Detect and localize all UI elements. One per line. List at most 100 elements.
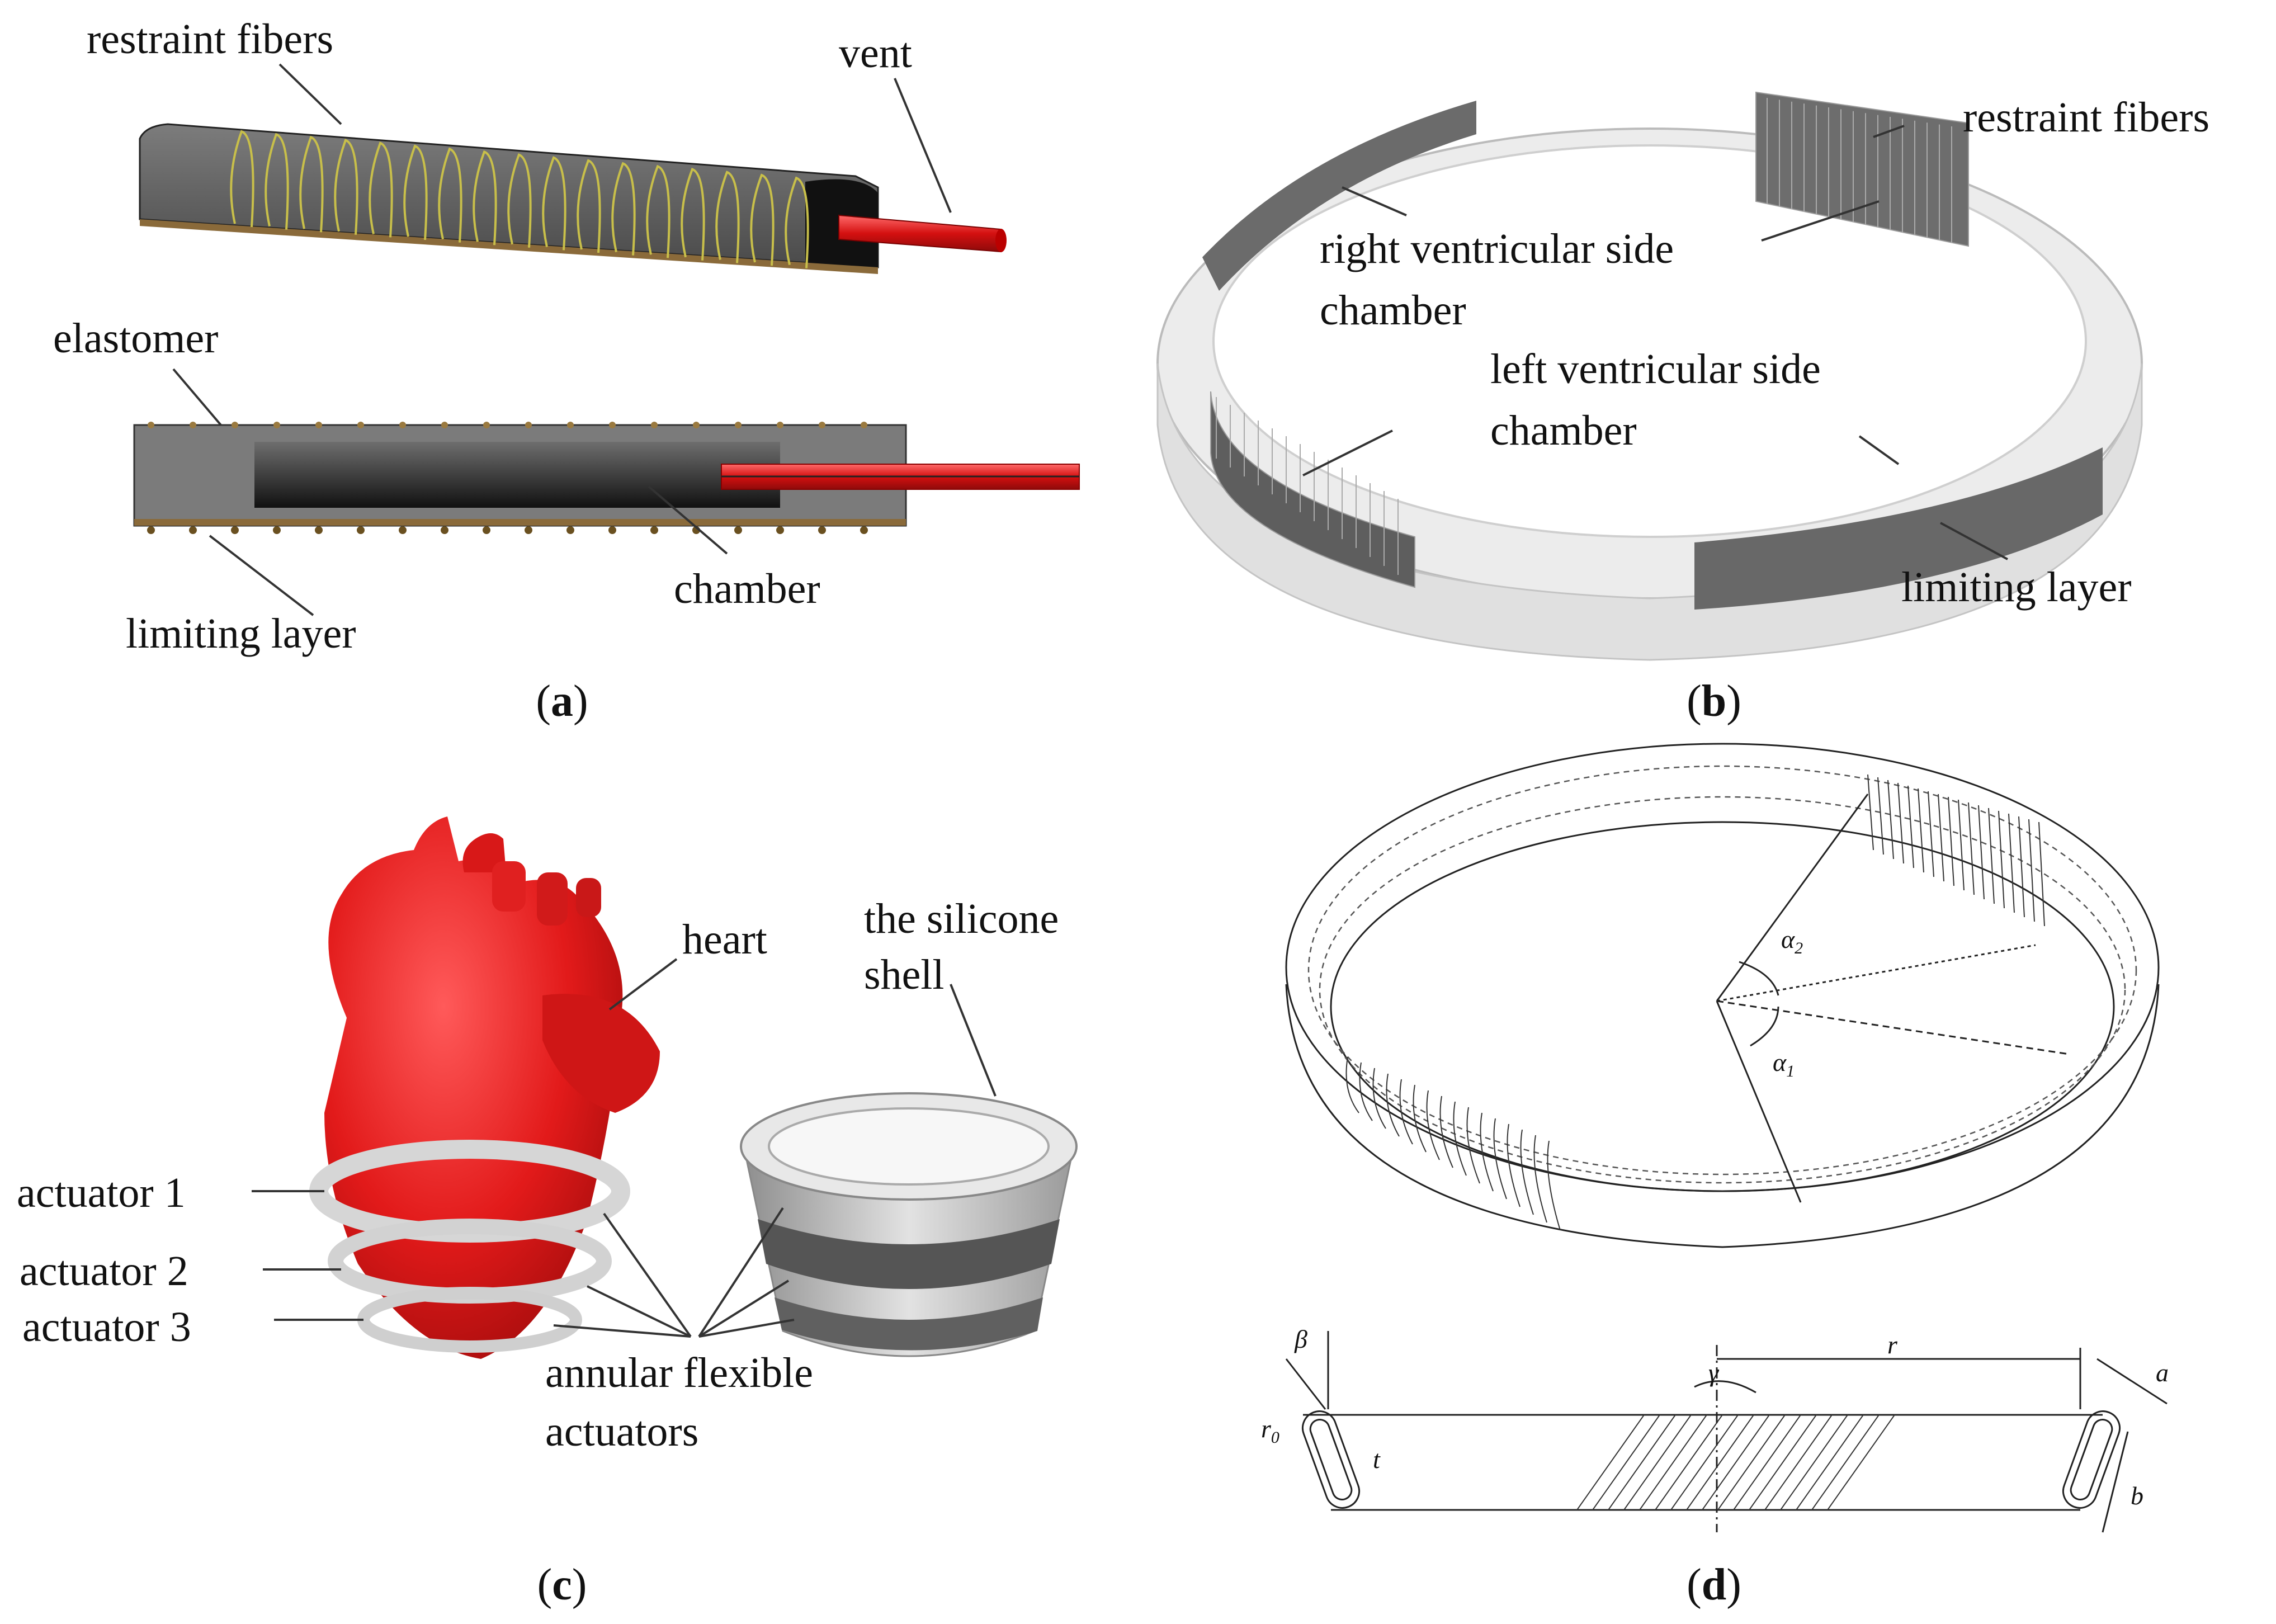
leader-annular-fan (553, 1207, 795, 1338)
ring-line-drawing: α2 α1 (1285, 743, 2160, 1248)
hatch-line (1493, 1118, 1507, 1200)
silicone-shell (740, 1092, 1078, 1357)
label-actuator-2: actuator 2 (20, 1248, 188, 1295)
fiber-dot-top (148, 422, 154, 428)
heart-vessel-3 (537, 872, 568, 926)
label-limiting-layer-a: limiting layer (126, 610, 356, 657)
fiber-dot-bottom (608, 526, 616, 534)
ring-outer-edge (1285, 743, 2160, 1192)
shell-opening (768, 1107, 1050, 1186)
symbol-t: t (1373, 1445, 1381, 1474)
caption-a: (a) (536, 677, 588, 726)
symbol-r0: r0 (1261, 1414, 1279, 1447)
hatch-line (1453, 1101, 1467, 1176)
hatch-line (1887, 780, 1894, 860)
label-rv-chamber-1: right ventricular side (1320, 225, 1674, 272)
leader-vent (894, 78, 952, 213)
fiber-dot-top (357, 422, 364, 428)
ring-bottom-edge (1285, 984, 2160, 1248)
angle-ray-4 (1716, 1000, 1802, 1203)
hatch-line (1670, 1414, 1739, 1510)
fiber-dot-bottom (483, 526, 490, 534)
dim-b-line (2102, 1431, 2129, 1533)
hatch-line (2008, 813, 2015, 913)
leader-rv-chamber (1342, 186, 1407, 216)
leader-shell (950, 984, 997, 1097)
label-actuator-3: actuator 3 (22, 1304, 191, 1351)
caption-c: (c) (537, 1560, 587, 1609)
fiber-winding (438, 147, 462, 243)
angle-ray-2 (1716, 944, 2036, 1002)
ring-inner (1212, 144, 2087, 538)
alpha1-arc (1750, 1006, 1779, 1047)
fiber-dot-top (190, 422, 196, 428)
fiber-winding (507, 153, 532, 248)
actuator-3d-model (139, 123, 1007, 274)
leader-chamber (648, 485, 728, 555)
hatch-line (1938, 794, 1944, 882)
hatch-line (1827, 1414, 1895, 1510)
fiber-dot-bottom (357, 526, 365, 534)
section-left-tube (1301, 1410, 1361, 1509)
label-shell-1: the silicone (864, 895, 1059, 942)
limiting-layer-strip (134, 519, 906, 526)
hatch-line (1780, 1414, 1848, 1510)
fiber-dot-top (315, 422, 322, 428)
fiber-dot-bottom (315, 526, 323, 534)
fiber-winding (577, 159, 601, 253)
hatch-line (1796, 1414, 1864, 1510)
fiber-dot-bottom (818, 526, 826, 534)
section-right-tube-inner (2070, 1418, 2113, 1501)
hatch-line (1968, 802, 1975, 895)
hatch-line (2038, 822, 2045, 927)
limiting-layer-strip-3d (140, 219, 878, 274)
panel-b: restraint fibers right ventricular side … (1156, 91, 2209, 726)
hatch-line (2018, 816, 2025, 918)
angle-ray-1 (1716, 794, 1869, 1002)
hatch-line (1608, 1414, 1676, 1510)
leader-rv-fibers (1761, 200, 1880, 242)
hatch-line (1547, 1140, 1561, 1231)
fiber-dot-bottom (231, 526, 239, 534)
hatch-line (1439, 1096, 1453, 1168)
fiber-dot-bottom (525, 526, 532, 534)
fiber-dot-bottom (273, 526, 281, 534)
fiber-hatch-bottom-left (1345, 1056, 1561, 1231)
label-elastomer: elastomer (53, 315, 218, 362)
fiber-dot-top (399, 422, 406, 428)
hatch-line (1466, 1107, 1480, 1184)
hatch-line (1811, 1414, 1880, 1510)
fiber-hatch-top-right (1867, 774, 2045, 927)
fiber-winding (299, 135, 324, 233)
fiber-dot-top (819, 422, 825, 428)
hatch-line (1413, 1084, 1427, 1153)
label-vent: vent (839, 30, 912, 77)
hatch-line (1998, 810, 2005, 909)
beta-ray (1285, 1358, 1326, 1410)
symbol-beta: β (1294, 1325, 1307, 1353)
hatch-line (1717, 1414, 1786, 1510)
leader-lv-limit (1858, 435, 1900, 465)
fiber-dot-top (777, 422, 783, 428)
fiber-dot-top (651, 422, 658, 428)
fiber-winding (715, 171, 740, 263)
hatch-line (1480, 1112, 1494, 1192)
gamma-arc (1694, 1380, 1756, 1394)
fiber-dot-top (693, 422, 700, 428)
ring-hidden-edge-1 (1307, 765, 2137, 1175)
ring-cross-section-drawing: β γ r r0 t a b (1261, 1325, 2169, 1533)
fiber-dot-top (441, 422, 448, 428)
fiber-dot-top (861, 422, 867, 428)
fiber-cross-section-dots (147, 422, 868, 534)
label-restraint-fibers-a: restraint fibers (87, 16, 333, 63)
fiber-winding (750, 173, 775, 266)
fiber-dot-top (232, 422, 238, 428)
section-left-tube-inner (1309, 1418, 1353, 1501)
hatch-line (1897, 782, 1904, 864)
hatch-line (1948, 796, 1954, 886)
symbol-b: b (2131, 1481, 2143, 1510)
symbol-alpha1: α1 (1773, 1048, 1795, 1080)
leader-limiting-layer-b (1940, 522, 2008, 560)
fiber-hatch-side (1576, 1414, 1895, 1510)
